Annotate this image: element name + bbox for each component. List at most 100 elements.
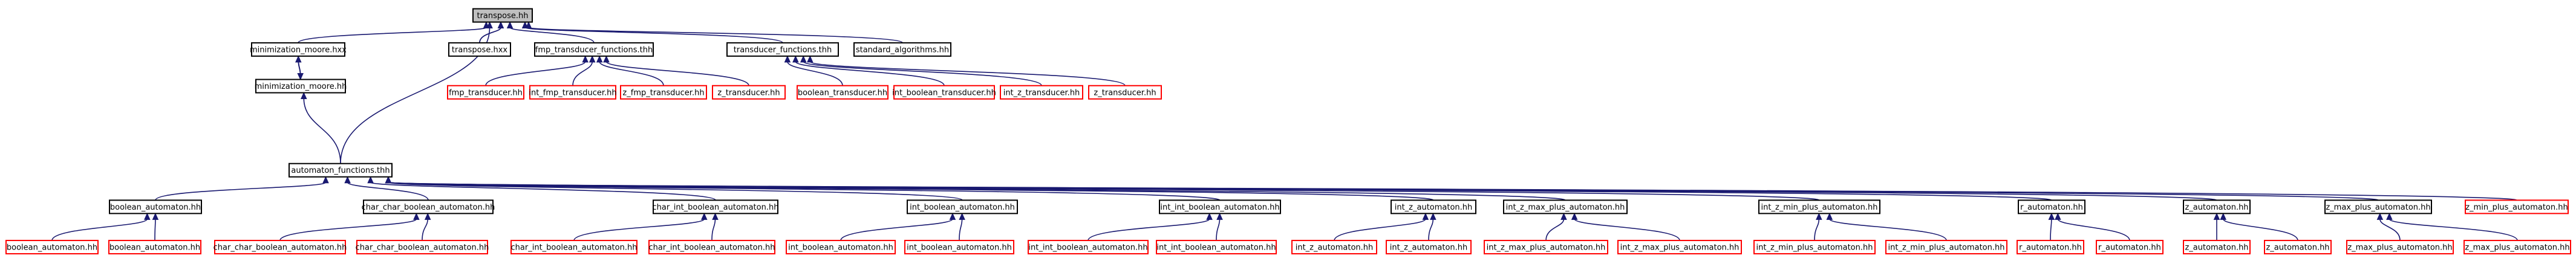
edge-arrowhead bbox=[807, 55, 814, 63]
node-label: r_automaton.hh bbox=[2098, 243, 2161, 252]
node-z-max-plus-automaton-hh[interactable]: z_max_plus_automaton.hh bbox=[2464, 239, 2571, 254]
node-r-automaton-hh[interactable]: r_automaton.hh bbox=[2096, 239, 2164, 254]
edge-line bbox=[1334, 218, 1426, 241]
node-label: fmp_transducer.hh bbox=[449, 88, 523, 97]
node-r-automaton-hh[interactable]: r_automaton.hh bbox=[2017, 239, 2084, 254]
edge-l_bool1-to-n_boolaut bbox=[51, 213, 151, 241]
node-box bbox=[1291, 239, 1377, 254]
edge-line bbox=[809, 61, 1126, 86]
edge-arrowhead bbox=[424, 213, 431, 220]
node-minimization-moore-hh[interactable]: minimization_moore.hh bbox=[255, 79, 347, 94]
edge-n_minhxx-to-n_minhh bbox=[297, 56, 304, 80]
edge-arrowhead bbox=[525, 21, 532, 29]
edge-n_ztrans1-to-n_fmpfun bbox=[603, 55, 749, 86]
node-label: int_z_transducer.hh bbox=[1003, 88, 1080, 97]
node-box bbox=[2465, 199, 2569, 214]
node-label: z_max_plus_automaton.hh bbox=[2465, 243, 2569, 252]
node-int-boolean-automaton-hh[interactable]: int_boolean_automaton.hh bbox=[907, 199, 1018, 214]
node-fmp-transducer-hh[interactable]: fmp_transducer.hh bbox=[447, 85, 524, 100]
node-z-transducer-hh[interactable]: z_transducer.hh bbox=[712, 85, 786, 100]
node-label: char_int_boolean_automaton.hh bbox=[649, 243, 775, 252]
node-z-automaton-hh[interactable]: z_automaton.hh bbox=[2183, 239, 2251, 254]
node-label: boolean_automaton.hh bbox=[109, 243, 200, 252]
edge-line bbox=[795, 61, 945, 86]
node-char-char-boolean-automaton-hh[interactable]: char_char_boolean_automaton.hh bbox=[214, 239, 347, 254]
node-int-z-min-plus-automaton-hh[interactable]: int_z_min_plus_automaton.hh bbox=[1753, 239, 1876, 254]
edge-arrowhead bbox=[792, 55, 799, 63]
edge-l_r1-to-n_raut bbox=[2048, 213, 2055, 240]
node-fmp-transducer-functions-thh[interactable]: fmp_transducer_functions.thh bbox=[534, 42, 654, 57]
node-box bbox=[726, 42, 839, 57]
node-boolean-transducer-hh[interactable]: boolean_transducer.hh bbox=[797, 85, 889, 100]
node-label: int_boolean_automaton.hh bbox=[910, 203, 1015, 212]
node-automaton-functions-thh[interactable]: automaton_functions.thh bbox=[289, 163, 393, 178]
node-label: transpose.hh bbox=[477, 11, 528, 21]
edge-line bbox=[155, 181, 327, 201]
node-box bbox=[2464, 239, 2571, 254]
edge-line bbox=[298, 56, 301, 74]
node-boolean-automaton-hh[interactable]: boolean_automaton.hh bbox=[109, 199, 202, 214]
node-int-fmp-transducer-hh[interactable]: int_fmp_transducer.hh bbox=[529, 85, 617, 100]
node-r-automaton-hh[interactable]: r_automaton.hh bbox=[2018, 199, 2085, 214]
node-int-z-min-plus-automaton-hh[interactable]: int_z_min_plus_automaton.hh bbox=[1758, 199, 1880, 214]
node-int-boolean-automaton-hh[interactable]: int_boolean_automaton.hh bbox=[904, 239, 1014, 254]
node-int-int-boolean-automaton-hh[interactable]: int_int_boolean_automaton.hh bbox=[1159, 199, 1281, 214]
node-int-boolean-transducer-hh[interactable]: int_boolean_transducer.hh bbox=[892, 85, 996, 100]
node-int-z-automaton-hh[interactable]: int_z_automaton.hh bbox=[1386, 239, 1472, 254]
edge-line bbox=[2222, 218, 2298, 241]
node-box bbox=[653, 199, 778, 214]
node-int-int-boolean-automaton-hh[interactable]: int_int_boolean_automaton.hh bbox=[1028, 239, 1149, 254]
node-minimization-moore-hxx[interactable]: minimization_moore.hxx bbox=[250, 42, 347, 57]
node-box bbox=[2324, 199, 2432, 214]
node-transpose-hxx[interactable]: transpose.hxx bbox=[448, 42, 511, 57]
edge-l_ci2-to-n_cibool bbox=[711, 213, 719, 240]
edge-arrowhead bbox=[1216, 213, 1223, 220]
node-int-z-transducer-hh[interactable]: int_z_transducer.hh bbox=[1000, 85, 1083, 100]
edge-line bbox=[1428, 219, 1434, 240]
node-box bbox=[1159, 199, 1281, 214]
node-z-max-plus-automaton-hh[interactable]: z_max_plus_automaton.hh bbox=[2324, 199, 2432, 214]
edge-layer bbox=[51, 21, 2518, 241]
node-int-int-boolean-automaton-hh[interactable]: int_int_boolean_automaton.hh bbox=[1156, 239, 1277, 254]
node-box bbox=[2183, 199, 2251, 214]
node-label: boolean_automaton.hh bbox=[7, 243, 97, 252]
edge-l_ib2-to-n_intbool bbox=[959, 213, 965, 240]
node-z-min-plus-automaton-hh[interactable]: z_min_plus_automaton.hh bbox=[2465, 199, 2569, 214]
node-int-z-automaton-hh[interactable]: int_z_automaton.hh bbox=[1291, 239, 1377, 254]
node-transducer-functions-thh[interactable]: transducer_functions.thh bbox=[726, 42, 839, 57]
node-label: standard_algorithms.hh bbox=[856, 45, 949, 54]
node-box bbox=[289, 163, 393, 178]
node-label: minimization_moore.hh bbox=[255, 82, 347, 91]
node-box bbox=[786, 239, 896, 254]
node-char-int-boolean-automaton-hh[interactable]: char_int_boolean_automaton.hh bbox=[648, 239, 775, 254]
node-int-z-automaton-hh[interactable]: int_z_automaton.hh bbox=[1391, 199, 1476, 214]
node-boolean-automaton-hh[interactable]: boolean_automaton.hh bbox=[5, 239, 99, 254]
edge-line bbox=[2050, 219, 2052, 240]
node-char-int-boolean-automaton-hh[interactable]: char_int_boolean_automaton.hh bbox=[510, 239, 637, 254]
node-z-transducer-hh[interactable]: z_transducer.hh bbox=[1088, 85, 1162, 100]
node-label: z_automaton.hh bbox=[2185, 243, 2248, 252]
node-label: int_z_min_plus_automaton.hh bbox=[1888, 243, 2005, 252]
node-int-z-max-plus-automaton-hh[interactable]: int_z_max_plus_automaton.hh bbox=[1484, 239, 1608, 254]
node-z-automaton-hh[interactable]: z_automaton.hh bbox=[2183, 199, 2251, 214]
node-box bbox=[1484, 239, 1608, 254]
node-label: automaton_functions.thh bbox=[291, 166, 390, 175]
node-boolean-automaton-hh[interactable]: boolean_automaton.hh bbox=[108, 239, 201, 254]
node-int-z-max-plus-automaton-hh[interactable]: int_z_max_plus_automaton.hh bbox=[1503, 199, 1628, 214]
edge-arrowhead bbox=[152, 213, 159, 220]
node-char-char-boolean-automaton-hh[interactable]: char_char_boolean_automaton.hh bbox=[362, 199, 495, 214]
edge-arrowhead bbox=[2220, 213, 2226, 220]
node-z-max-plus-automaton-hh[interactable]: z_max_plus_automaton.hh bbox=[2346, 239, 2454, 254]
edge-arrowhead bbox=[144, 213, 151, 220]
node-char-char-boolean-automaton-hh[interactable]: char_char_boolean_automaton.hh bbox=[356, 239, 489, 254]
node-int-z-max-plus-automaton-hh[interactable]: int_z_max_plus_automaton.hh bbox=[1617, 239, 1742, 254]
node-int-z-min-plus-automaton-hh[interactable]: int_z_min_plus_automaton.hh bbox=[1885, 239, 2007, 254]
node-z-fmp-transducer-hh[interactable]: z_fmp_transducer.hh bbox=[620, 85, 707, 100]
node-label: int_z_max_plus_automaton.hh bbox=[1506, 203, 1625, 212]
edge-line bbox=[787, 61, 843, 86]
node-z-automaton-hh[interactable]: z_automaton.hh bbox=[2264, 239, 2332, 254]
node-int-boolean-automaton-hh[interactable]: int_boolean_automaton.hh bbox=[786, 239, 896, 254]
node-standard-algorithms-hh[interactable]: standard_algorithms.hh bbox=[853, 42, 951, 57]
node-char-int-boolean-automaton-hh[interactable]: char_int_boolean_automaton.hh bbox=[653, 199, 779, 214]
node-label: transducer_functions.thh bbox=[734, 45, 832, 54]
